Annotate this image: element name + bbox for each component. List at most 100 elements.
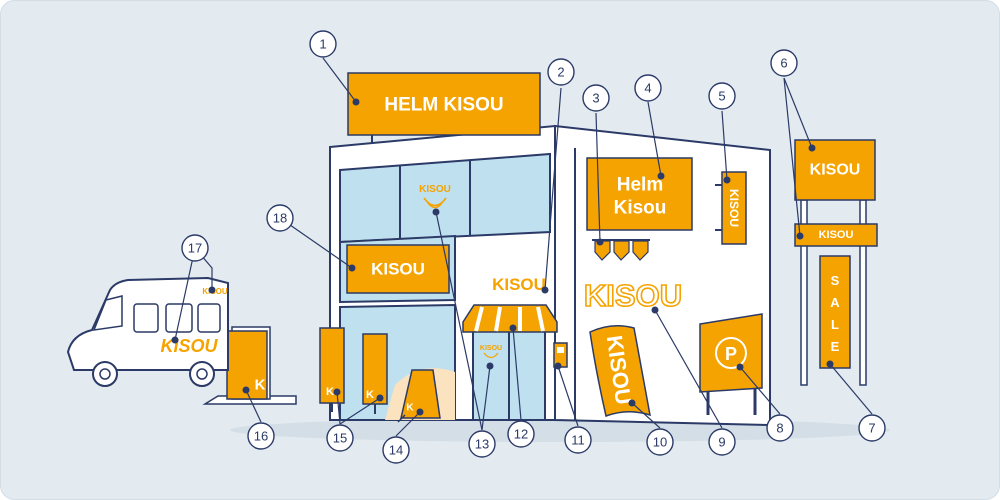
van-wheel [189,361,215,387]
callout-number: 1 [319,37,326,52]
callout-circle [326,424,354,452]
facade-panel-line-2: Kisou [614,198,667,219]
a-board-letter: K [406,403,414,414]
leader-line [557,365,579,427]
leader-line [435,211,483,431]
blade-sign: KISOU [715,171,747,245]
banner-text: KISOU [371,260,425,279]
window-logo-text: KISOU [419,184,451,195]
roof-sign-text: HELM KISOU [384,95,503,116]
leader-line [739,366,781,415]
facade-panel-sign: Helm Kisou [586,157,693,231]
leader-dot [242,386,250,394]
wall-plaque-window [557,347,564,353]
wall-graphic-panel [589,325,651,417]
channel-letters: KISOU [492,275,546,294]
callout-number: 18 [273,211,287,226]
leader-line [395,411,421,437]
leader-dot [657,172,665,180]
callout-number: 3 [592,91,599,106]
roof-sign: HELM KISOU [347,72,541,136]
awning-stripe [536,306,545,332]
callout-circle [507,420,535,448]
leader-dot [416,408,424,416]
window-logo-arc [423,197,447,207]
leader-dot [554,362,562,370]
callout-circle [766,414,794,442]
facade-panel-line-1: Helm [617,175,663,196]
leader-dot [596,238,604,246]
callout-number: 5 [718,89,725,104]
pennant [613,240,630,261]
callout-circle [382,436,410,464]
leader-dot [541,286,549,294]
awning-stripe [494,306,502,332]
callout-circle [708,82,736,110]
van-window [197,303,221,333]
awning [462,304,558,333]
callout-number: 9 [718,435,725,450]
leader-line [783,77,813,149]
window-logo: KISOU [419,184,451,209]
callout-number: 14 [389,443,403,458]
leader-dot [826,360,834,368]
van-window [165,303,193,333]
callout-circle [181,234,209,262]
van-window [133,303,159,333]
blade-panel [721,171,747,245]
callout-circle [266,204,294,232]
leader-dot [376,394,384,402]
window-logo-arc [427,202,443,209]
parking-panel [699,313,763,393]
leader-line [647,101,662,177]
callout-circle [564,426,592,454]
leader-line [322,57,357,103]
callout-number: 17 [188,241,202,256]
van-hub [196,368,208,380]
a-board-sign: K [397,369,441,423]
pylon-top-text: KISOU [810,162,861,179]
callout-number: 2 [557,65,564,80]
leader-dot [796,232,804,240]
leader-dots [171,98,834,416]
awning-stripe [474,306,484,332]
callout-number: 15 [333,431,347,446]
van-windshield [92,295,123,331]
leader-dot [352,98,360,106]
leader-dot [333,388,341,396]
callout-number: 11 [571,433,585,448]
callout-number: 6 [780,56,787,71]
van-hub [99,368,111,380]
leader-line [654,309,723,429]
a-board-leg [397,414,406,423]
callout-circle [708,428,736,456]
leader-dot [651,306,659,314]
door-logo: KISOU [480,345,502,359]
wall-graphic: KISOU [589,325,651,417]
leader-dot [432,208,440,216]
callout-number: 7 [868,421,875,436]
pylon-small-text: KISOU [819,229,854,241]
totem-letter: K [255,377,266,394]
callout-number: 13 [475,437,489,452]
van: KISOU KISOU [66,276,229,387]
flag-letter: K [326,386,334,398]
callout-circle [582,84,610,112]
leader-dot [628,399,636,407]
leader-lines [174,57,873,437]
door-logo-text: KISOU [480,345,502,352]
callout-number: 16 [254,429,268,444]
blade-sign-text: KISOU [727,189,741,227]
van-large-text: KISOU [160,336,218,356]
awning-canopy [462,304,558,333]
banner-panel [346,244,450,294]
parking-letter: P [725,344,737,364]
side-wall-letters: KISOU [584,278,682,313]
leader-line [544,87,562,291]
leader-line [595,112,601,243]
parking-sign: P [699,313,763,415]
